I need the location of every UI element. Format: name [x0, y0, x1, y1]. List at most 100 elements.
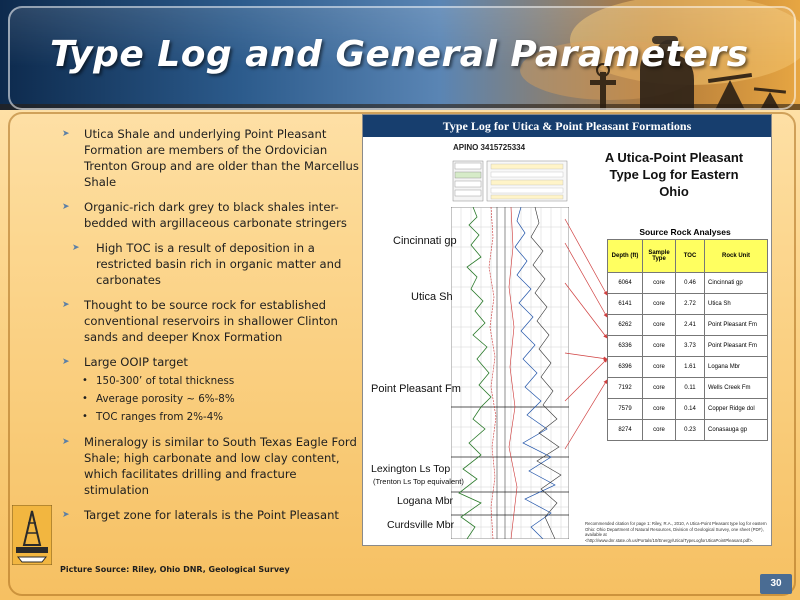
table-header-row: Depth (ft) Sample Type TOC Rock Unit — [607, 239, 768, 273]
bullet-item: ➤ Utica Shale and underlying Point Pleasa… — [62, 126, 360, 190]
ohio-dnr-logo-icon — [12, 505, 52, 565]
bullet-item: ➤ Target zone for laterals is the Point P… — [62, 507, 360, 523]
formation-label-utica: Utica Sh — [411, 291, 453, 303]
formation-label-logana: Logana Mbr — [397, 495, 454, 507]
header-frame — [8, 6, 796, 110]
table-cell: core — [642, 314, 676, 336]
sub-bullet-item: •Average porosity ~ 6%-8% — [82, 393, 235, 405]
picture-source-caption: Picture Source: Riley, Ohio DNR, Geologi… — [60, 565, 290, 574]
sub-bullet-list: •150-300’ of total thickness •Average po… — [62, 372, 360, 426]
apino-label: APINO 3415725334 — [453, 143, 526, 152]
bullet-text: Large OOIP target — [84, 355, 188, 369]
oilfield-silhouette-image — [0, 0, 800, 110]
log-header-boxes — [452, 160, 568, 202]
table-cell: 6336 — [607, 335, 643, 357]
bullet-item: ➤ Organic-rich dark grey to black shales … — [62, 199, 360, 231]
bullet-text: Thought to be source rock for establishe… — [84, 298, 338, 344]
bullet-text: Utica Shale and underlying Point Pleasan… — [84, 127, 359, 189]
sub-bullet-item: •TOC ranges from 2%-4% — [82, 411, 224, 423]
bullet-text: High TOC is a result of deposition in a … — [96, 241, 342, 287]
sub-bullet-item: •150-300’ of total thickness — [82, 375, 235, 387]
sub-bullet-text: TOC ranges from 2%-4% — [96, 411, 224, 423]
table-cell: 0.11 — [675, 377, 705, 399]
recommended-citation: Recommended citation for page 1: Riley, … — [585, 521, 767, 543]
bullet-arrow-icon: ➤ — [62, 357, 70, 367]
type-log-figure: Type Log for Utica & Point Pleasant Form… — [362, 114, 772, 546]
bullet-arrow-icon: ➤ — [72, 243, 80, 253]
bullet-item: ➤ Thought to be source rock for establish… — [62, 297, 360, 345]
table-cell: 3.73 — [675, 335, 705, 357]
formation-label-point-pleasant: Point Pleasant Fm — [371, 383, 461, 395]
table-header-cell: TOC — [675, 239, 705, 273]
formation-label-lexington-sub: (Trenton Ls Top equivalent) — [373, 477, 464, 486]
table-cell: core — [642, 272, 676, 294]
bullet-arrow-icon: ➤ — [62, 510, 70, 520]
table-cell: 2.41 — [675, 314, 705, 336]
table-cell: core — [642, 377, 676, 399]
table-header-cell: Sample Type — [642, 239, 676, 273]
page-number: 30 — [760, 574, 792, 594]
table-cell: 6064 — [607, 272, 643, 294]
sub-bullet-text: 150-300’ of total thickness — [96, 375, 235, 387]
table-cell: Point Pleasant Fm — [704, 335, 768, 357]
table-header-cell: Rock Unit — [704, 239, 768, 273]
table-cell: Wells Creek Fm — [704, 377, 768, 399]
table-cell: Point Pleasant Fm — [704, 314, 768, 336]
table-cell: core — [642, 335, 676, 357]
table-cell: 6396 — [607, 356, 643, 378]
table-cell: Copper Ridge dol — [704, 398, 768, 420]
table-cell: 6262 — [607, 314, 643, 336]
table-cell: Utica Sh — [704, 293, 768, 315]
table-cell: Cincinnati gp — [704, 272, 768, 294]
slide-title: Type Log and General Parameters — [50, 34, 749, 75]
formation-label-curdsville: Curdsville Mbr — [387, 519, 455, 531]
bullet-arrow-icon: ➤ — [62, 300, 70, 310]
bullet-text: Target zone for laterals is the Point Pl… — [84, 508, 339, 522]
log-title-line: Type Log for Eastern Ohio — [609, 167, 739, 199]
table-cell: 0.23 — [675, 419, 705, 441]
source-rock-table: Depth (ft) Sample Type TOC Rock Unit 606… — [607, 239, 768, 441]
table-cell: 0.46 — [675, 272, 705, 294]
bullet-arrow-icon: ➤ — [62, 202, 70, 212]
bullet-item: ➤ High TOC is a result of deposition in a… — [62, 240, 360, 288]
bullet-item: ➤ Large OOIP target — [62, 354, 360, 370]
table-cell: Conasauga gp — [704, 419, 768, 441]
table-cell: 7579 — [607, 398, 643, 420]
header-banner: Type Log and General Parameters — [0, 0, 800, 110]
bullet-text: Mineralogy is similar to South Texas Eag… — [84, 435, 357, 497]
table-cell: core — [642, 398, 676, 420]
body-frame — [8, 112, 796, 596]
formation-label-lexington: Lexington Ls Top — [371, 463, 451, 475]
table-cell: 0.14 — [675, 398, 705, 420]
bullet-text: Organic-rich dark grey to black shales i… — [84, 200, 347, 230]
table-cell: core — [642, 356, 676, 378]
table-cell: 8274 — [607, 419, 643, 441]
well-log-tracks — [451, 207, 569, 539]
table-cell: Logana Mbr — [704, 356, 768, 378]
table-cell: 1.61 — [675, 356, 705, 378]
bullet-arrow-icon: ➤ — [62, 129, 70, 139]
figure-title: Type Log for Utica & Point Pleasant Form… — [363, 115, 771, 137]
table-header-cell: Depth (ft) — [607, 239, 643, 273]
bullet-arrow-icon: ➤ — [62, 437, 70, 447]
log-title: A Utica-Point Pleasant Type Log for East… — [599, 149, 749, 200]
table-cell: core — [642, 419, 676, 441]
table-cell: core — [642, 293, 676, 315]
log-title-line: A Utica-Point Pleasant — [604, 150, 744, 165]
sub-bullet-text: Average porosity ~ 6%-8% — [96, 393, 235, 405]
source-rock-table-title: Source Rock Analyses — [639, 227, 731, 237]
bullet-list: ➤ Utica Shale and underlying Point Pleasa… — [62, 126, 360, 532]
table-cell: 7192 — [607, 377, 643, 399]
formation-label-cincinnati: Cincinnati gp — [393, 235, 457, 247]
table-cell: 6141 — [607, 293, 643, 315]
bullet-item: ➤ Mineralogy is similar to South Texas Ea… — [62, 434, 360, 498]
